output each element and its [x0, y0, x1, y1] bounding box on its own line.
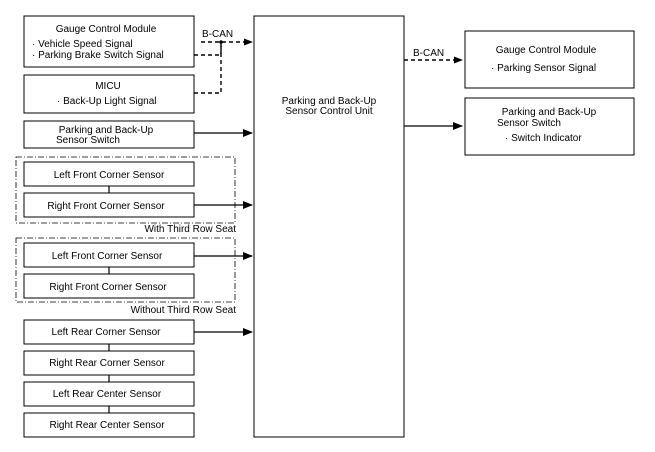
- gauge-output-title: Gauge Control Module: [496, 45, 597, 56]
- b-can-input-label: B-CAN: [202, 29, 233, 40]
- left-rear-corner-sensor-box: [23, 319, 195, 345]
- control-unit-block: Parking and Back-Up Sensor Control Unit: [253, 15, 405, 438]
- right-front-corner-sensor-label-1: Right Front Corner Sensor: [47, 201, 165, 212]
- sensor-switch-input-line-2: Sensor Switch: [56, 135, 120, 146]
- sensor-switch-output-line-2: Sensor Switch: [497, 118, 561, 129]
- left-rear-center-sensor-box: [23, 381, 195, 407]
- sensor-switch-input-box: [23, 120, 195, 149]
- left-front-corner-sensor-label-1: Left Front Corner Sensor: [54, 170, 165, 181]
- sensor-switch-output-block: Parking and Back-Up Sensor Switch · Swit…: [404, 97, 635, 156]
- sensor-switch-output-box: [464, 97, 635, 156]
- without-third-row-seat-label: Without Third Row Seat: [131, 305, 237, 316]
- sensor-switch-input-line-1: Parking and Back-Up: [59, 125, 154, 136]
- left-rear-corner-sensor-label: Left Rear Corner Sensor: [52, 327, 162, 338]
- parking-sensor-signal-label: · Parking Sensor Signal: [491, 63, 596, 74]
- right-rear-center-sensor-label: Right Rear Center Sensor: [49, 420, 165, 431]
- left-front-corner-sensor-label-2: Left Front Corner Sensor: [52, 251, 163, 262]
- without-third-row-seat-group: Left Front Corner Sensor Right Front Cor…: [15, 237, 253, 316]
- parking-brake-switch-signal-label: · Parking Brake Switch Signal: [32, 50, 164, 61]
- b-can-output-bus: B-CAN: [404, 48, 463, 64]
- left-front-corner-sensor-box-2: [23, 242, 195, 268]
- left-rear-center-sensor-label: Left Rear Center Sensor: [53, 389, 162, 400]
- micu-box: [23, 74, 195, 114]
- gauge-to-bus-line: [194, 42, 222, 56]
- with-third-row-seat-boundary: [15, 156, 236, 224]
- gauge-control-module-output-block: Gauge Control Module · Parking Sensor Si…: [464, 30, 635, 89]
- micu-title: MICU: [95, 81, 121, 92]
- b-can-input-arrowhead: [244, 38, 253, 46]
- right-front-corner-sensor-label-2: Right Front Corner Sensor: [49, 282, 167, 293]
- switch-indicator-label: · Switch Indicator: [505, 133, 582, 144]
- sensor-switch-input-block: Parking and Back-Up Sensor Switch: [23, 120, 253, 149]
- right-rear-corner-sensor-box: [23, 350, 195, 376]
- control-unit-line-1: Parking and Back-Up: [282, 96, 377, 107]
- back-up-light-signal-label: · Back-Up Light Signal: [57, 96, 157, 107]
- left-front-corner-sensor-box-1: [23, 161, 195, 187]
- rear-sensors-chain: Left Rear Corner Sensor Right Rear Corne…: [23, 319, 253, 438]
- vehicle-speed-signal-label: · Vehicle Speed Signal: [32, 39, 133, 50]
- right-rear-center-sensor-box: [23, 412, 195, 438]
- sensor-switch-output-line-1: Parking and Back-Up: [502, 107, 597, 118]
- b-can-output-label: B-CAN: [413, 48, 444, 59]
- gauge-control-module-input-box: [23, 15, 195, 68]
- micu-to-bus-line: [194, 42, 222, 94]
- micu-block: MICU · Back-Up Light Signal: [23, 74, 195, 114]
- gauge-input-title: Gauge Control Module: [56, 24, 157, 35]
- control-unit-box: [253, 15, 405, 438]
- with-third-row-seat-group: Left Front Corner Sensor Right Front Cor…: [15, 156, 253, 235]
- right-front-corner-sensor-box-2: [23, 273, 195, 299]
- b-can-junction-dot: [219, 40, 223, 44]
- with-third-row-seat-label: With Third Row Seat: [144, 224, 236, 235]
- gauge-control-module-input-block: Gauge Control Module · Vehicle Speed Sig…: [23, 15, 195, 68]
- b-can-output-arrowhead: [454, 56, 463, 64]
- b-can-input-bus: B-CAN: [194, 29, 253, 94]
- control-unit-line-2: Sensor Control Unit: [285, 106, 372, 117]
- gauge-control-module-output-box: [464, 30, 635, 89]
- right-rear-corner-sensor-label: Right Rear Corner Sensor: [49, 358, 165, 369]
- without-third-row-seat-boundary: [15, 237, 236, 303]
